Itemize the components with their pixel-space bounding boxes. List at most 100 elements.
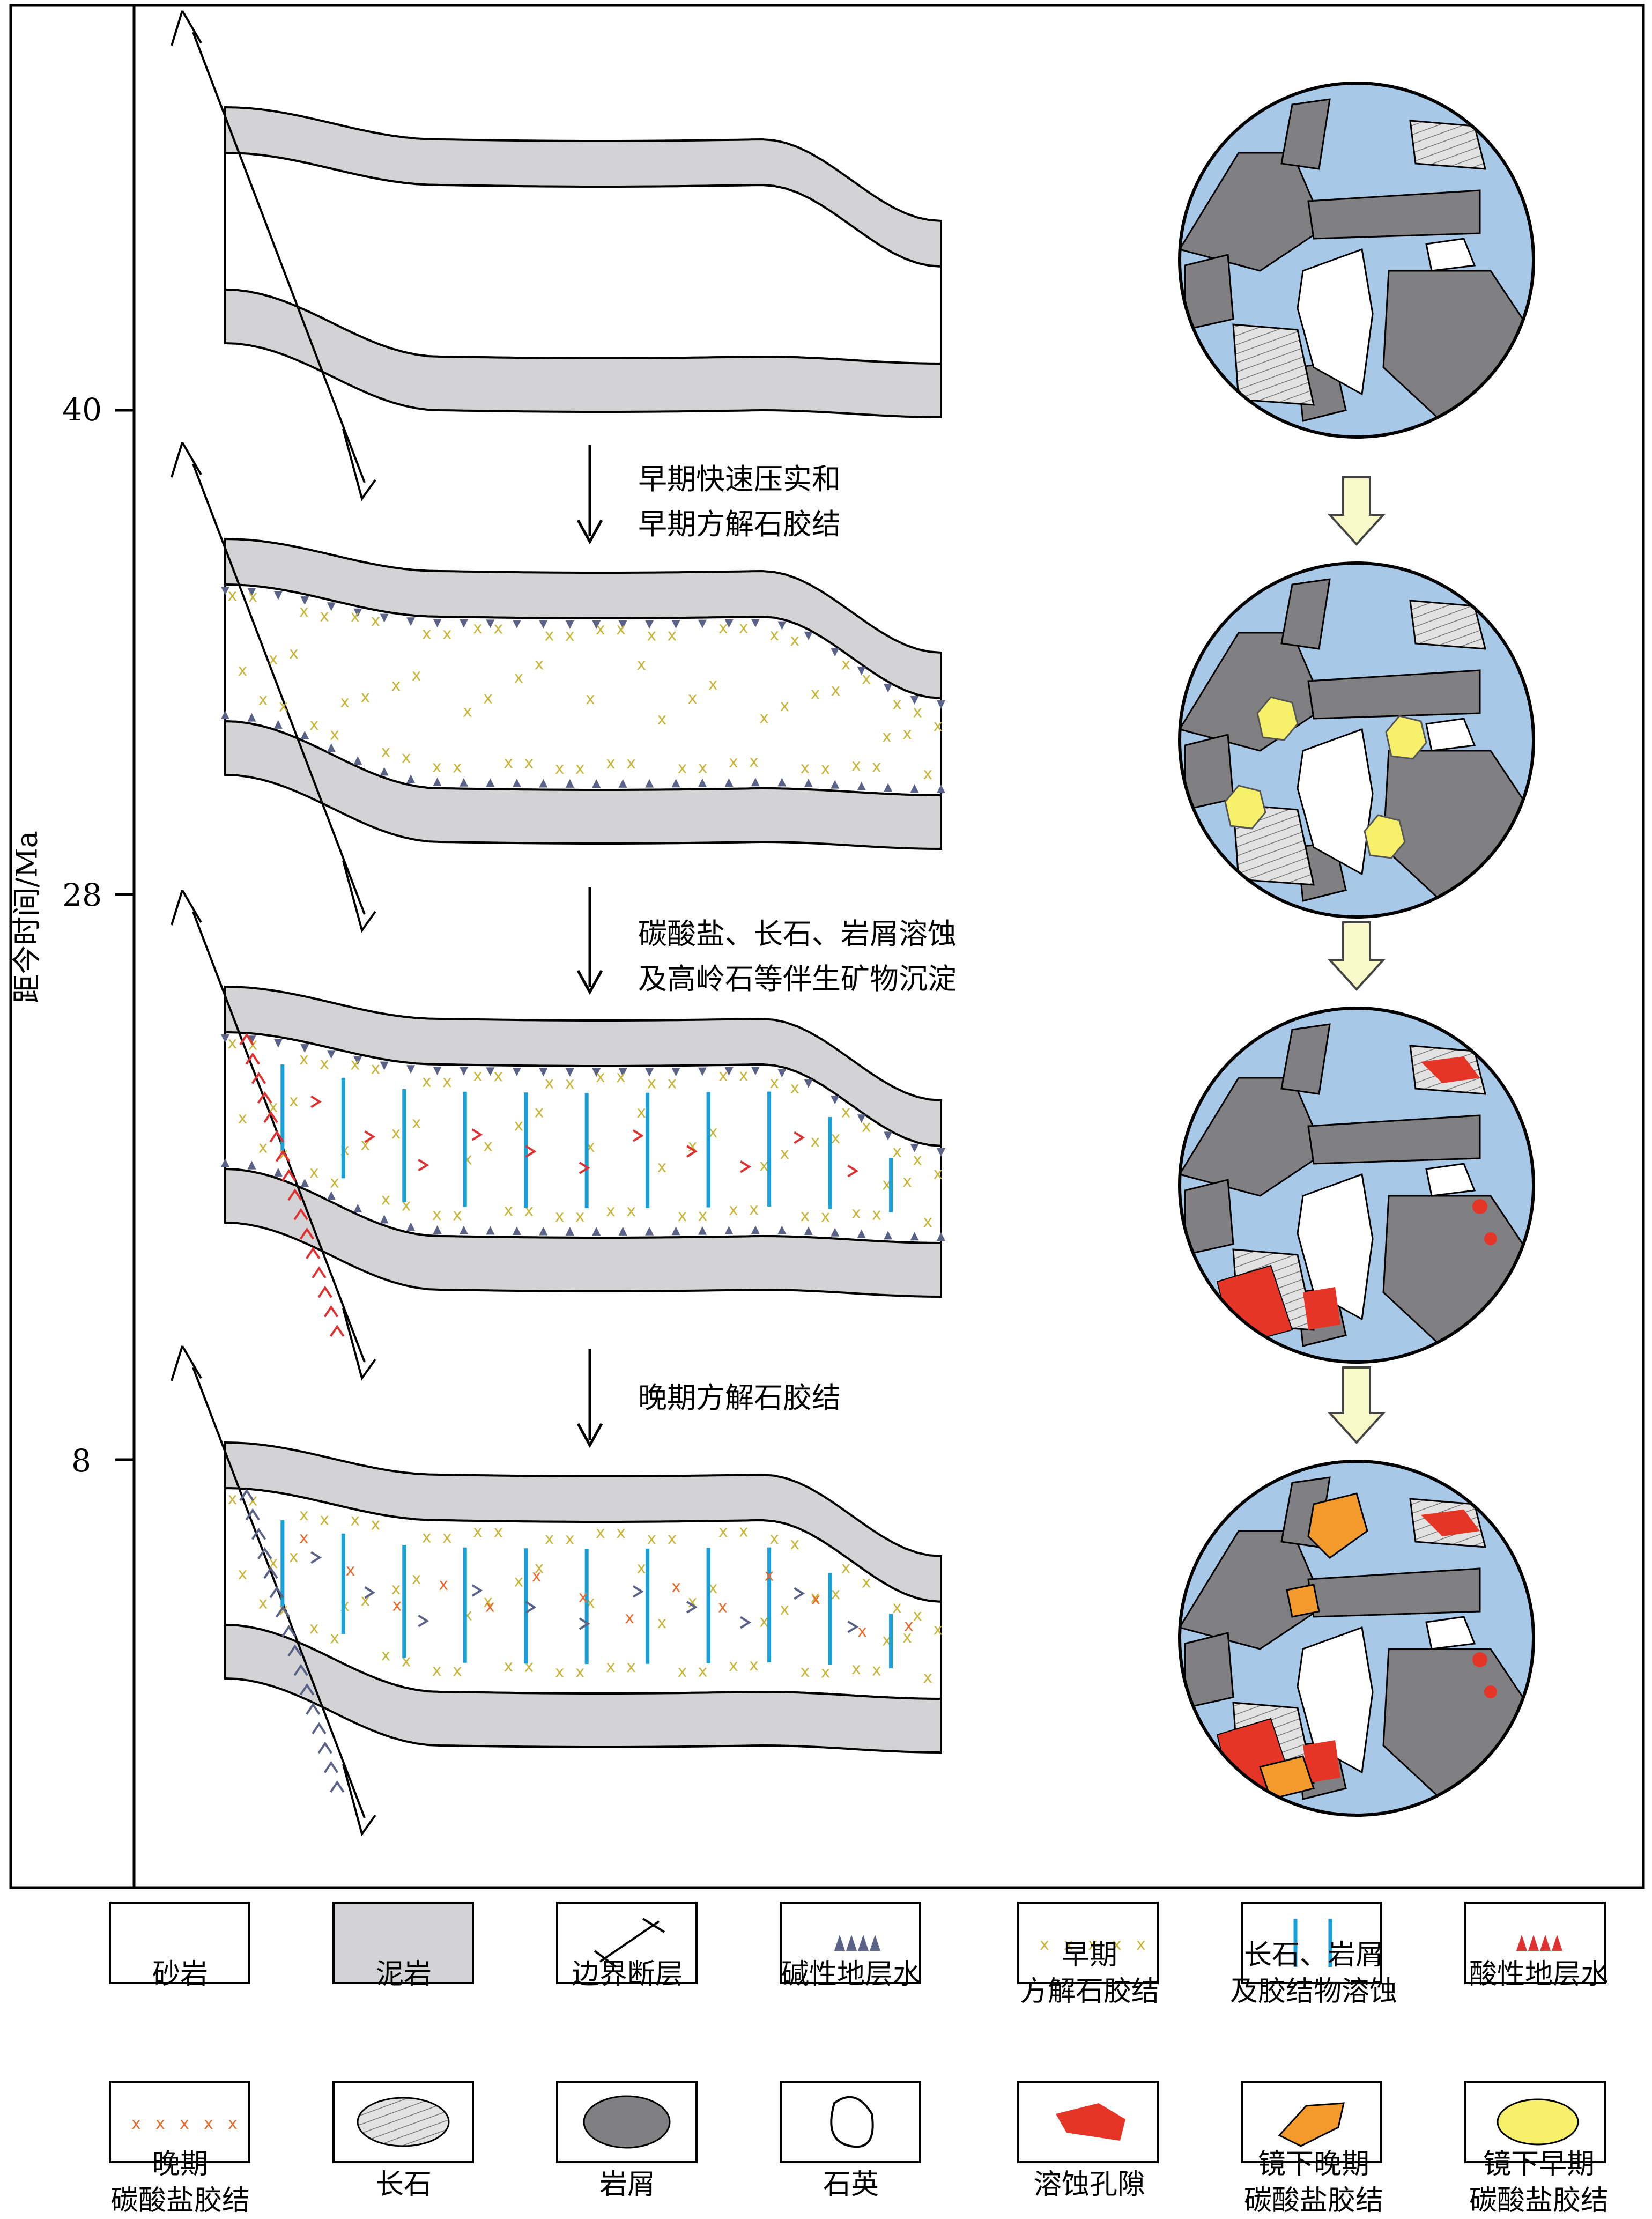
early-calcite-mark: x — [279, 697, 288, 715]
alkaline-water-arrow — [525, 1601, 537, 1614]
early-calcite-mark: x — [769, 626, 779, 645]
late-carbonate-mark: x — [718, 1597, 728, 1616]
alkaline-water-arrow — [794, 1587, 805, 1600]
early-calcite-mark: x — [258, 1594, 268, 1613]
early-calcite-mark: x — [913, 1151, 922, 1170]
alkaline-water-mark — [831, 648, 840, 657]
alkaline-water-mark — [433, 618, 442, 627]
dissolution-pore — [1303, 1287, 1340, 1330]
early-calcite-mark: x — [381, 1190, 391, 1209]
early-calcite-mark: x — [678, 1207, 687, 1225]
early-calcite-mark: x — [453, 1662, 462, 1681]
early-calcite-mark: x — [289, 1092, 299, 1111]
early-calcite-mark: x — [381, 1646, 391, 1665]
early-calcite-mark: x — [678, 759, 687, 778]
lithic-grain — [1307, 669, 1481, 720]
alkaline-water-arrow — [740, 1616, 751, 1629]
early-calcite-mark: x — [933, 1620, 943, 1639]
thin-section-1 — [1180, 83, 1534, 437]
alkaline-water-mark — [460, 778, 468, 787]
alkaline-water-mark — [777, 621, 787, 630]
early-calcite-mark: x — [555, 1207, 565, 1226]
alkaline-water-mark — [698, 778, 707, 787]
early-calcite-mark: x — [575, 759, 585, 778]
alkaline-water-arrow — [686, 1601, 698, 1614]
legend-text: 酸性地层水 — [1469, 1958, 1609, 1991]
mudstone-layer-lower — [224, 720, 942, 850]
early-calcite-mark: x — [811, 1132, 820, 1151]
strata-panel-1 — [171, 10, 942, 501]
early-calcite-mark: x — [892, 1142, 902, 1161]
early-calcite-mark: x — [923, 1212, 932, 1231]
alkaline-water-mark — [831, 1227, 840, 1237]
alkaline-water-mark — [353, 756, 362, 765]
mudstone-layer-lower — [224, 288, 942, 419]
micro-early-calcite — [1364, 814, 1406, 859]
alkaline-water-mark — [565, 1068, 574, 1077]
early-calcite-mark: x — [749, 1656, 759, 1675]
alkaline-water-mark — [380, 1061, 389, 1070]
early-calcite-mark: x — [269, 650, 278, 669]
early-calcite-mark: x — [555, 1663, 565, 1682]
early-calcite-mark: x — [739, 619, 749, 638]
early-calcite-mark: x — [535, 655, 544, 674]
legend-text: 方解石胶结 — [1019, 1976, 1159, 2008]
early-calcite-mark: x — [535, 1558, 544, 1577]
alkaline-water-mark — [327, 1050, 336, 1059]
alkaline-water-arrow — [471, 1584, 483, 1597]
alkaline-water-mark — [671, 1068, 680, 1077]
early-calcite-mark: x — [811, 684, 820, 703]
alkaline-water-mark — [486, 619, 495, 628]
process-label-3: 晚期方解石胶结 — [638, 1375, 841, 1421]
early-calcite-mark: x — [851, 1204, 861, 1223]
early-calcite-mark: x — [862, 1573, 871, 1592]
early-calcite-mark: x — [790, 631, 799, 650]
fault-arrow-down — [342, 1764, 376, 1837]
early-calcite-mark: x — [892, 694, 902, 713]
axis-title-text: 距今时间/Ma — [10, 831, 44, 1003]
early-calcite-mark: x — [790, 1535, 799, 1554]
early-calcite-mark: x — [320, 1510, 329, 1529]
early-calcite-mark: x — [350, 1055, 360, 1074]
alkaline-water-mark — [777, 1225, 787, 1234]
feldspar-grain — [1232, 323, 1315, 406]
alkaline-water-arrow — [418, 1615, 429, 1628]
early-calcite-mark: x — [616, 1523, 626, 1542]
early-calcite-mark: x — [933, 716, 943, 735]
alkaline-water-arrow — [323, 1761, 339, 1773]
quartz-grain — [1297, 1173, 1374, 1321]
alkaline-water-arrow — [330, 1780, 345, 1793]
acidic-water-arrow — [525, 1145, 537, 1158]
alkaline-water-mark — [486, 1226, 495, 1235]
legend-symbol-pore — [1056, 2103, 1125, 2141]
early-calcite-mark: x — [831, 1585, 841, 1603]
fault-arrow-down — [342, 1308, 376, 1381]
alkaline-water-mark — [539, 779, 548, 788]
alkaline-water-mark — [724, 619, 734, 628]
alkaline-water-mark — [433, 777, 442, 786]
alkaline-water-mark — [618, 1068, 627, 1077]
early-calcite-mark: x — [412, 666, 421, 685]
early-calcite-mark: x — [902, 1172, 912, 1191]
alkaline-water-mark — [539, 1226, 548, 1236]
alkaline-water-mark — [884, 783, 893, 792]
fault-arrow-up — [171, 10, 202, 46]
early-calcite-mark: x — [483, 1136, 493, 1155]
alkaline-water-mark — [592, 1068, 601, 1077]
early-calcite-mark: x — [626, 1202, 636, 1221]
alkaline-water-mark — [724, 1225, 734, 1234]
alkaline-water-mark — [460, 619, 468, 628]
lithic-grain — [1184, 734, 1234, 811]
acidic-water-arrow — [330, 1325, 345, 1337]
alkaline-water-mark — [221, 1158, 229, 1167]
alkaline-water-arrow — [263, 1566, 278, 1579]
alkaline-water-arrow — [239, 1489, 254, 1501]
quartz-grain — [1297, 1626, 1374, 1774]
quartz-grain — [1425, 718, 1476, 752]
acidic-water-arrow — [275, 1149, 291, 1162]
acidic-water-arrow — [306, 1247, 321, 1259]
alkaline-water-mark — [380, 613, 389, 623]
alkaline-water-mark — [592, 620, 601, 629]
legend-text: 碳酸盐胶结 — [110, 2185, 250, 2217]
